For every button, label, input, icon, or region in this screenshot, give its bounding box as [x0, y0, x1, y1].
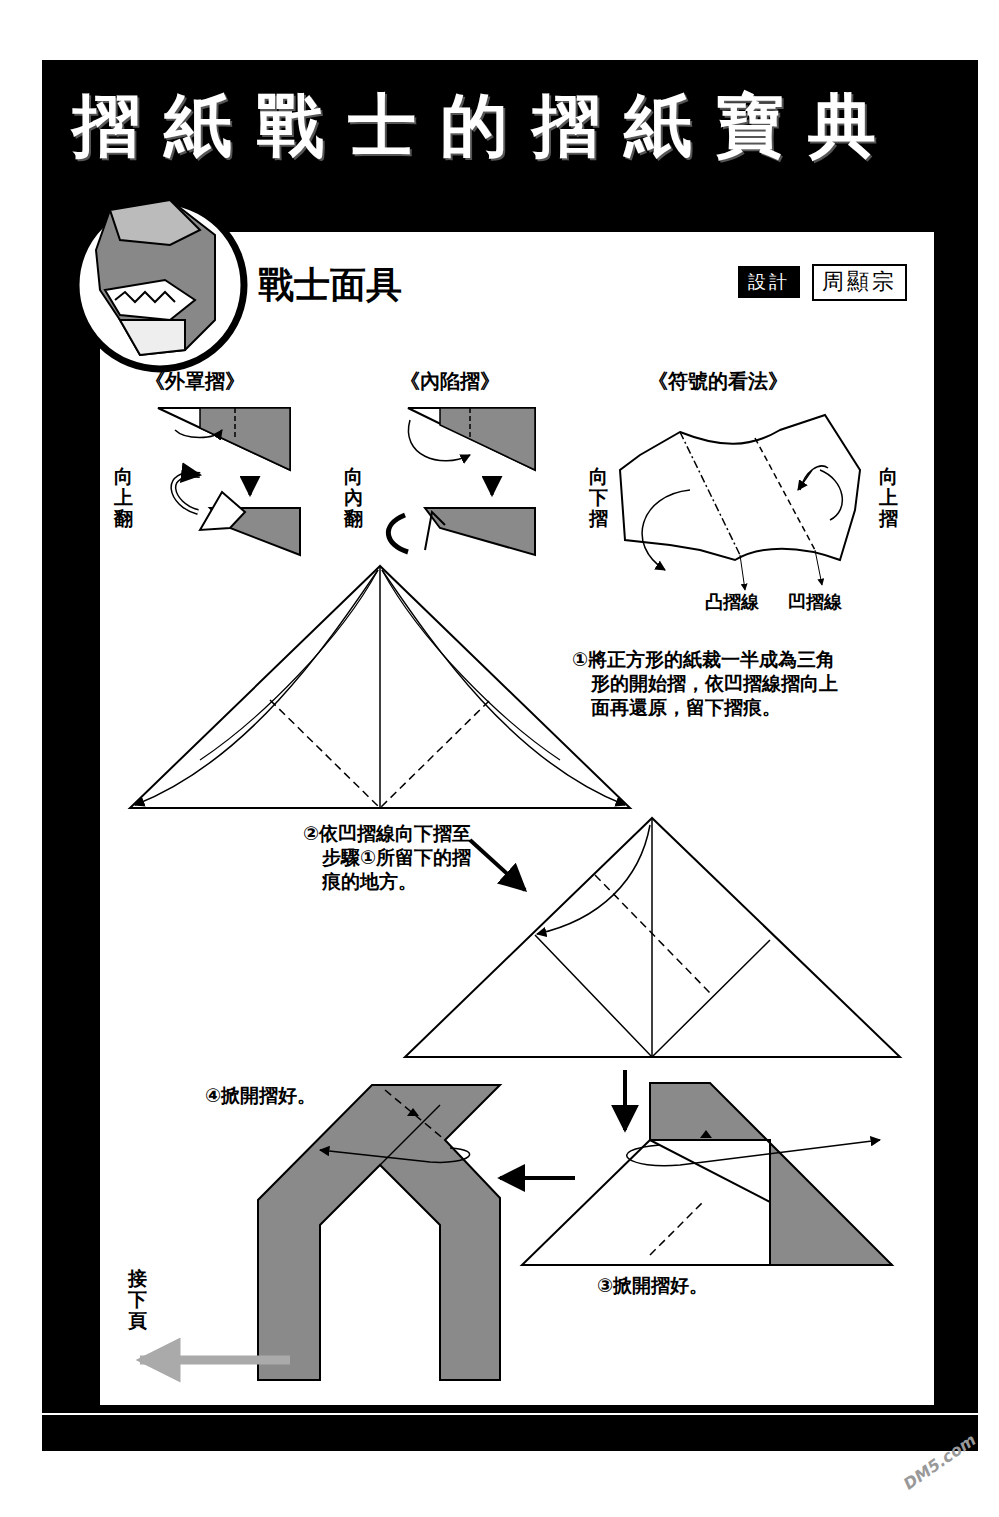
drawing-path	[537, 825, 650, 934]
direction-label: 向上摺	[879, 466, 898, 529]
drawing-polygon	[407, 1108, 419, 1116]
drawing-circle	[76, 201, 244, 369]
drawing-polygon	[408, 408, 535, 470]
drawing-rect	[100, 232, 934, 1405]
drawing-line	[650, 1200, 705, 1255]
drawing-path	[620, 415, 860, 560]
design-tag: 設計	[738, 266, 800, 298]
line-type-label: 凹摺線	[788, 590, 842, 613]
drawing-polygon	[105, 280, 195, 320]
drawing-path	[175, 430, 222, 438]
drawing-line	[500, 1176, 575, 1180]
drawing-polygon	[405, 818, 900, 1057]
drawing-polygon	[96, 200, 215, 355]
drawing-polygon	[158, 408, 290, 470]
drawing-polygon	[120, 320, 185, 355]
drawing-path	[800, 466, 842, 520]
section-heading: 《外罩摺》	[145, 368, 245, 394]
watermark: DM5.com	[900, 1430, 980, 1495]
direction-label: 向下摺	[589, 466, 608, 529]
drawing-path	[135, 570, 378, 805]
drawing-line	[680, 432, 740, 555]
drawing-line	[595, 875, 712, 995]
drawing-line	[42, 1413, 978, 1415]
drawing-polygon	[110, 200, 200, 245]
drawing-polyline	[115, 292, 175, 302]
drawing-line	[470, 840, 525, 890]
drawing-polyline	[425, 512, 445, 550]
drawing-polygon	[200, 408, 290, 470]
direction-label: 向上翻	[114, 466, 133, 529]
drawing-line	[249, 478, 252, 495]
drawing-polygon	[650, 1083, 892, 1265]
model-name: 戰士面具	[258, 262, 402, 309]
continue-note: 接下頁	[128, 1268, 147, 1331]
drawing-line	[491, 478, 494, 495]
drawing-line	[380, 1105, 440, 1165]
drawing-path	[173, 475, 200, 512]
drawing-line	[798, 470, 812, 490]
drawing-polygon	[130, 566, 630, 808]
drawing-path	[200, 570, 378, 760]
step-note: ②依凹摺線向下摺至步驟①所留下的摺痕的地方。	[303, 822, 472, 893]
section-heading: 《符號的看法》	[648, 368, 788, 394]
drawing-path	[642, 490, 690, 570]
drawing-path	[388, 515, 408, 552]
drawing-line	[140, 1356, 290, 1365]
drawing-polyline	[535, 935, 770, 1057]
drawing-polygon	[700, 1130, 712, 1138]
node-text: 周顯宗	[822, 268, 897, 297]
drawing-polyline	[650, 1140, 770, 1265]
drawing-line	[815, 550, 822, 585]
drawing-rect	[42, 230, 100, 1410]
drawing-line	[623, 1070, 627, 1130]
drawing-polygon	[425, 508, 535, 555]
line-type-label: 凸摺線	[705, 590, 759, 613]
drawing-path	[627, 1140, 880, 1166]
drawing-path	[320, 1148, 470, 1162]
drawing-line	[234, 408, 236, 440]
drawing-line	[651, 818, 653, 1057]
drawing-line	[385, 1090, 445, 1140]
drawing-polygon	[200, 492, 245, 530]
drawing-polygon	[258, 1085, 500, 1380]
page-title: 摺紙戰士的摺紙寶典	[72, 88, 900, 163]
step-note: ③掀開摺好。	[597, 1273, 708, 1298]
drawing-path	[382, 570, 625, 805]
drawing-path	[173, 475, 200, 512]
step-note: ④掀開摺好。	[205, 1083, 316, 1108]
designer-box: 周顯宗	[812, 264, 907, 301]
drawing-path	[382, 570, 560, 760]
direction-label: 向內翻	[344, 466, 363, 529]
node-text: 設計	[748, 270, 790, 293]
drawing-line	[755, 438, 815, 550]
drawing-polyline	[270, 700, 490, 808]
step-note: ①將正方形的紙裁一半成為三角形的開始摺，依凹摺線摺向上面再還原，留下摺痕。	[572, 648, 853, 719]
drawing-line	[469, 408, 471, 440]
section-heading: 《內陷摺》	[400, 368, 500, 394]
drawing-path	[408, 420, 470, 461]
drawing-rect	[934, 230, 978, 1410]
drawing-line	[379, 566, 381, 808]
drawing-rect	[42, 1405, 978, 1451]
drawing-line	[740, 555, 745, 590]
